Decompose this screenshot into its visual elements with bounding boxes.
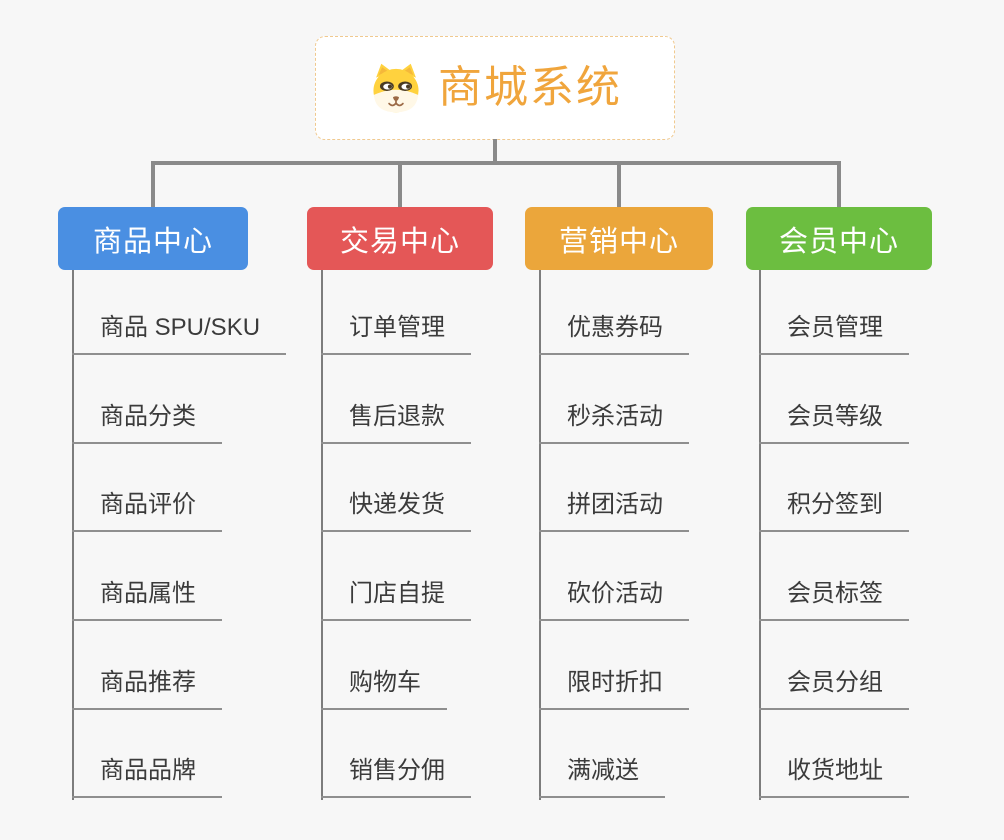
leaf-item[interactable]: 积分签到 (759, 489, 909, 532)
leaf-item[interactable]: 商品 SPU/SKU (72, 312, 287, 355)
connector-drop-trade (398, 161, 402, 207)
spine-member-center (759, 270, 761, 800)
leaf-item[interactable]: 会员等级 (759, 401, 909, 444)
branch-trade-center[interactable]: 交易中心 (307, 207, 493, 270)
leaf-item[interactable]: 会员分组 (759, 667, 909, 710)
leaf-item[interactable]: 限时折扣 (539, 667, 689, 710)
spine-product-center (72, 270, 74, 800)
leaf-item[interactable]: 售后退款 (321, 401, 471, 444)
connector-drop-product (151, 161, 155, 207)
connector-root-stub (493, 139, 497, 163)
spine-trade-center (321, 270, 323, 800)
leaf-item[interactable]: 砍价活动 (539, 578, 689, 621)
leaf-item[interactable]: 优惠券码 (539, 312, 689, 355)
leaf-item[interactable]: 购物车 (321, 667, 447, 710)
connector-drop-marketing (617, 161, 621, 207)
leaf-item[interactable]: 商品评价 (72, 489, 222, 532)
leaf-item[interactable]: 拼团活动 (539, 489, 689, 532)
branch-member-center[interactable]: 会员中心 (746, 207, 932, 270)
leaf-item[interactable]: 商品品牌 (72, 755, 222, 798)
connector-horizontal-bar (151, 161, 841, 165)
root-title: 商城系统 (438, 63, 622, 112)
root-node[interactable]: 商城系统 (315, 36, 675, 140)
leaf-item[interactable]: 收货地址 (759, 755, 909, 798)
leaf-item[interactable]: 销售分佣 (321, 755, 471, 798)
connector-drop-member (837, 161, 841, 207)
leaf-item[interactable]: 满减送 (539, 755, 665, 798)
branch-marketing-center[interactable]: 营销中心 (525, 207, 713, 270)
leaf-item[interactable]: 门店自提 (321, 578, 471, 621)
leaf-item[interactable]: 会员管理 (759, 312, 909, 355)
spine-marketing-center (539, 270, 541, 800)
leaf-item[interactable]: 商品推荐 (72, 667, 222, 710)
shiba-dog-icon (373, 63, 419, 113)
branch-product-center[interactable]: 商品中心 (58, 207, 248, 270)
leaf-item[interactable]: 秒杀活动 (539, 401, 689, 444)
leaf-item[interactable]: 商品属性 (72, 578, 222, 621)
leaf-item[interactable]: 商品分类 (72, 401, 222, 444)
leaf-item[interactable]: 订单管理 (321, 312, 471, 355)
leaf-item[interactable]: 会员标签 (759, 578, 909, 621)
leaf-item[interactable]: 快递发货 (321, 489, 471, 532)
